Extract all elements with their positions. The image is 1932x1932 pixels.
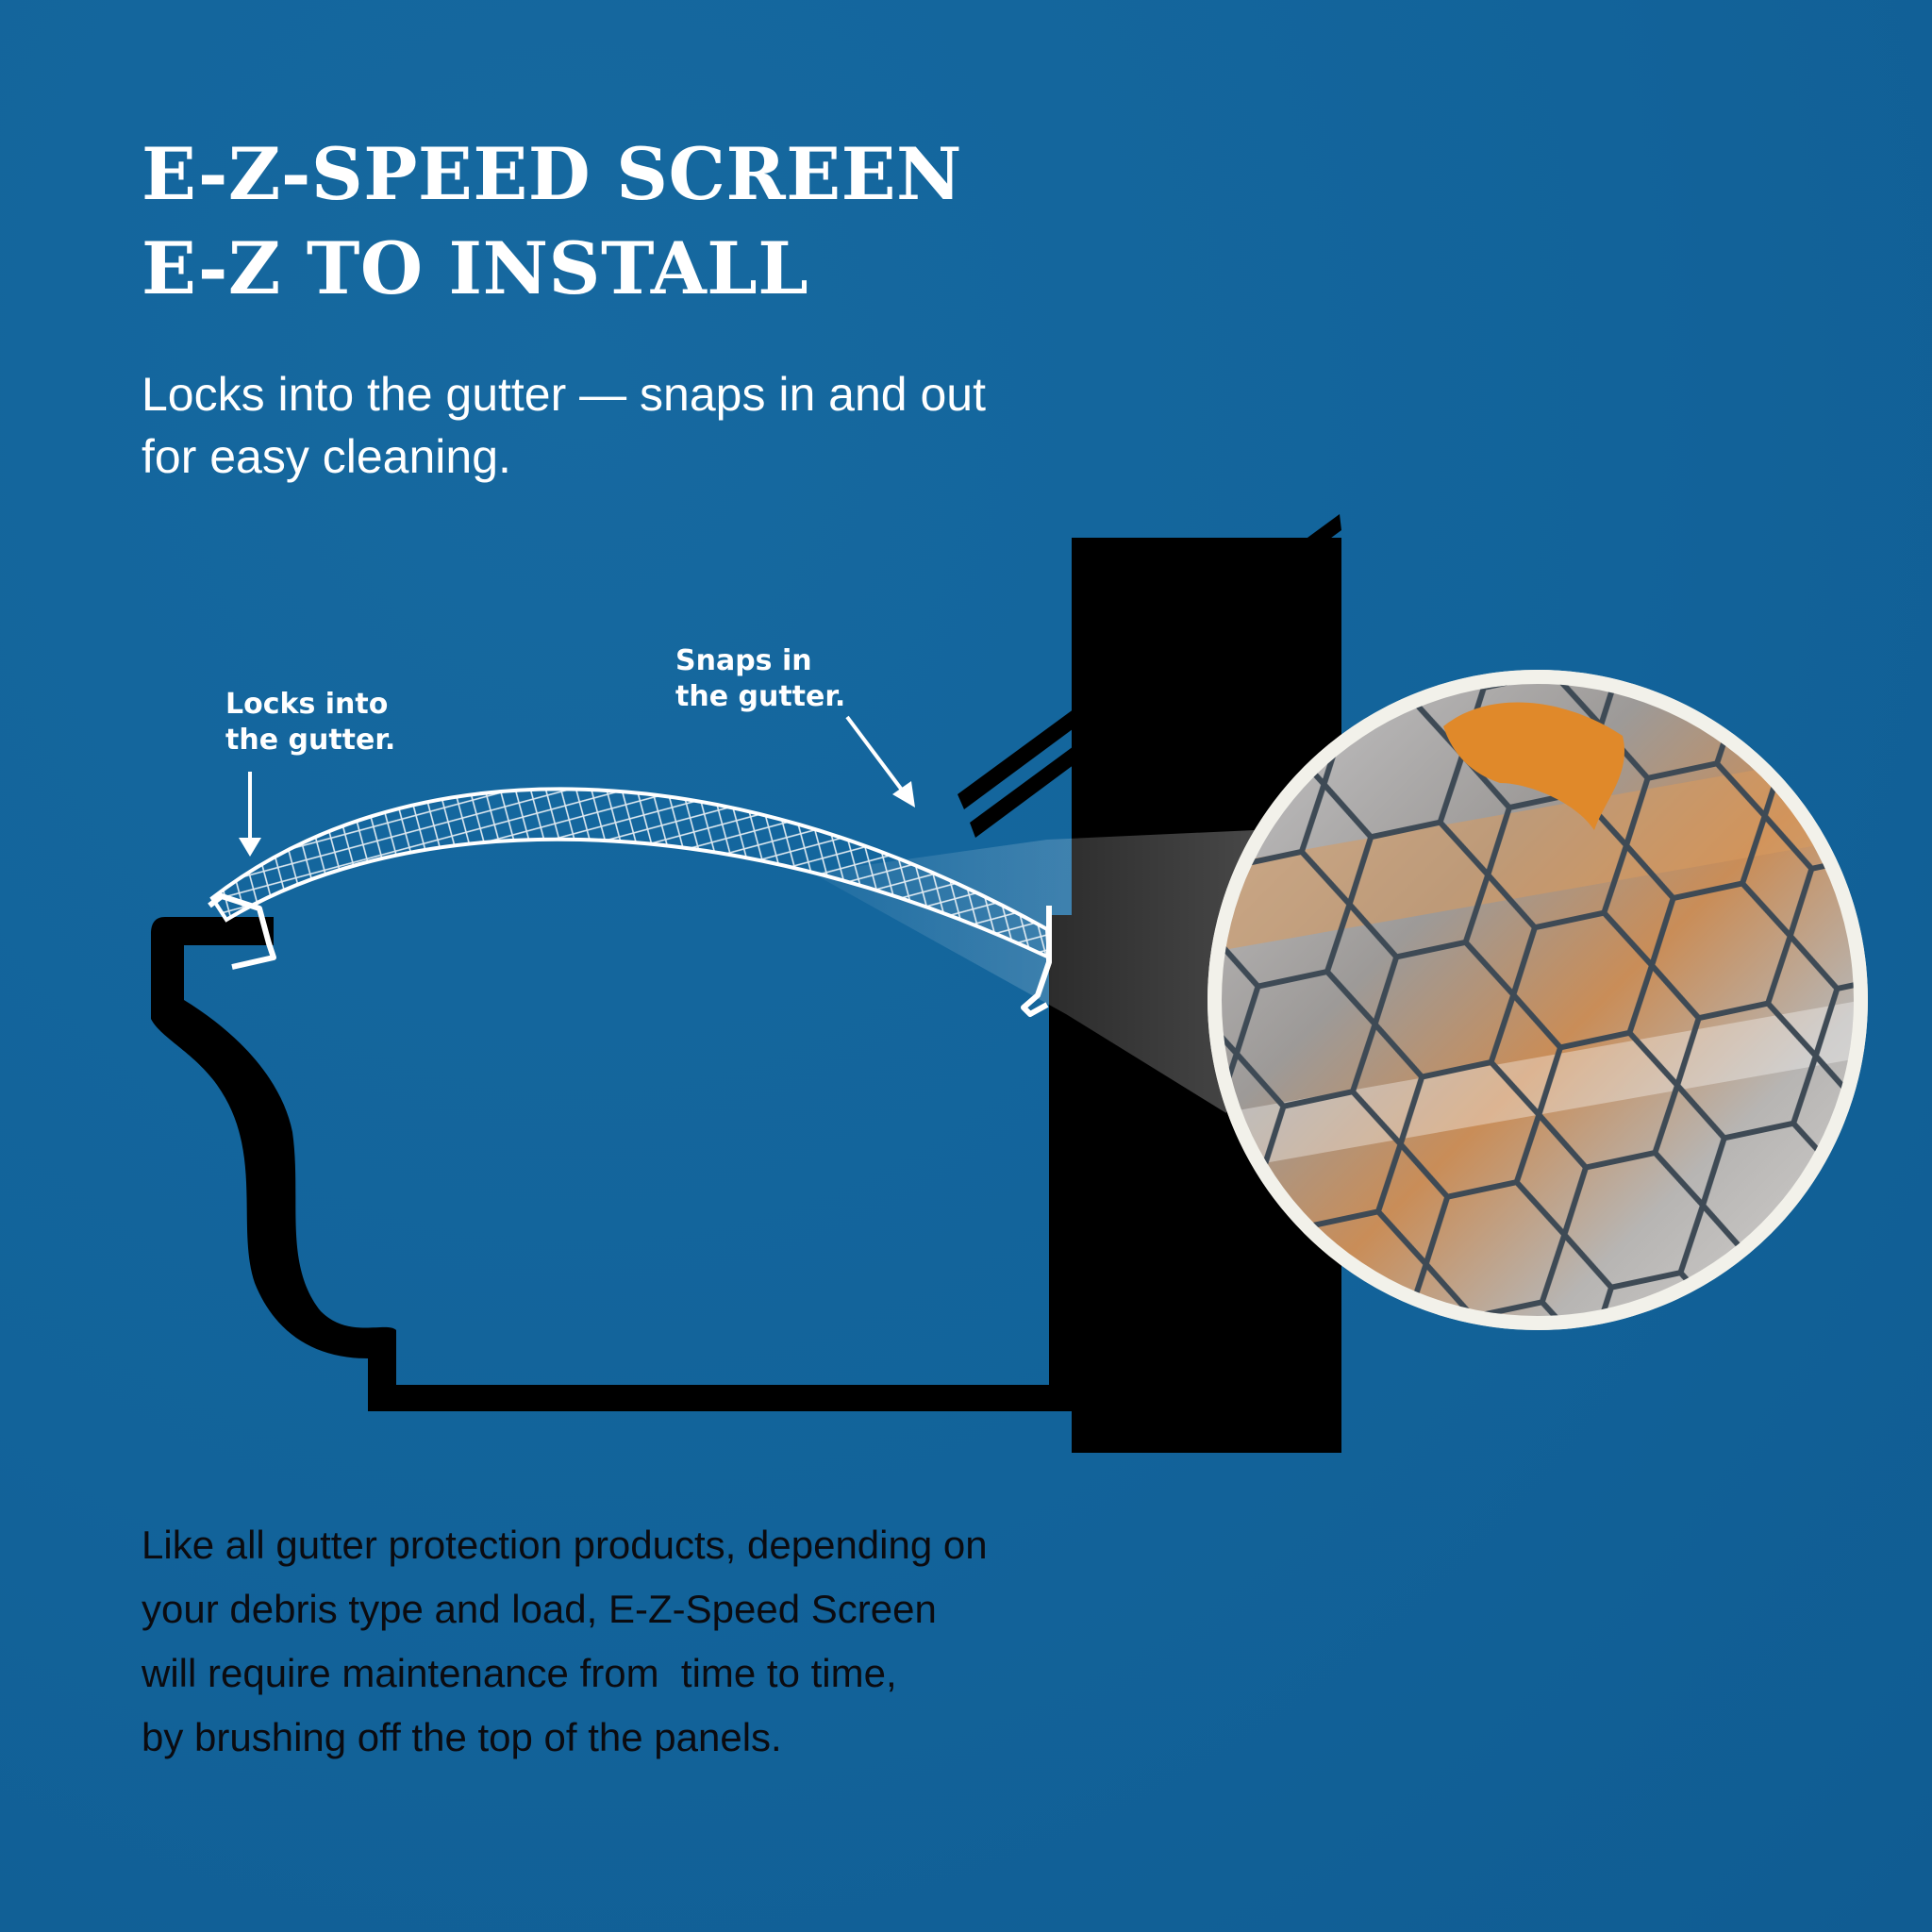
callout-right-line-1: Snaps in (675, 644, 812, 677)
screen-back-clip (1021, 906, 1052, 1017)
gutter-profile (151, 915, 1072, 1411)
callout-left-line-1: Locks into (225, 688, 389, 721)
arrow-diagonal-icon (845, 715, 915, 808)
maintenance-note: Like all gutter protection products, dep… (142, 1513, 1179, 1770)
subheadline-line-1: Locks into the gutter — snaps in and out (142, 368, 986, 421)
maintenance-note-line-1: Like all gutter protection products, dep… (142, 1523, 988, 1567)
headline-line-1: E-Z-SPEED SCREEN (142, 132, 963, 216)
callout-locks-into-gutter: Locks into the gutter. (225, 687, 395, 758)
leaf-icon (1443, 702, 1625, 830)
headline: E-Z-SPEED SCREEN E-Z TO INSTALL (142, 127, 962, 316)
magnified-screen-detail (1208, 670, 1868, 1330)
headline-line-2: E-Z TO INSTALL (142, 226, 809, 310)
subheadline: Locks into the gutter — snaps in and out… (142, 363, 1085, 488)
maintenance-note-line-3: will require maintenance from time to ti… (142, 1651, 897, 1695)
callout-snaps-in-gutter: Snaps in the gutter. (675, 643, 845, 715)
screen-front-hook (208, 893, 276, 970)
callout-right-line-2: the gutter. (675, 680, 846, 713)
arrow-down-icon (239, 772, 261, 857)
subheadline-line-2: for easy cleaning. (142, 430, 511, 483)
maintenance-note-line-4: by brushing off the top of the panels. (142, 1715, 782, 1759)
roof-edge (970, 549, 1341, 838)
maintenance-note-line-2: your debris type and load, E-Z-Speed Scr… (142, 1587, 937, 1631)
roof-edge (958, 514, 1341, 809)
callout-left-line-2: the gutter. (225, 724, 396, 757)
